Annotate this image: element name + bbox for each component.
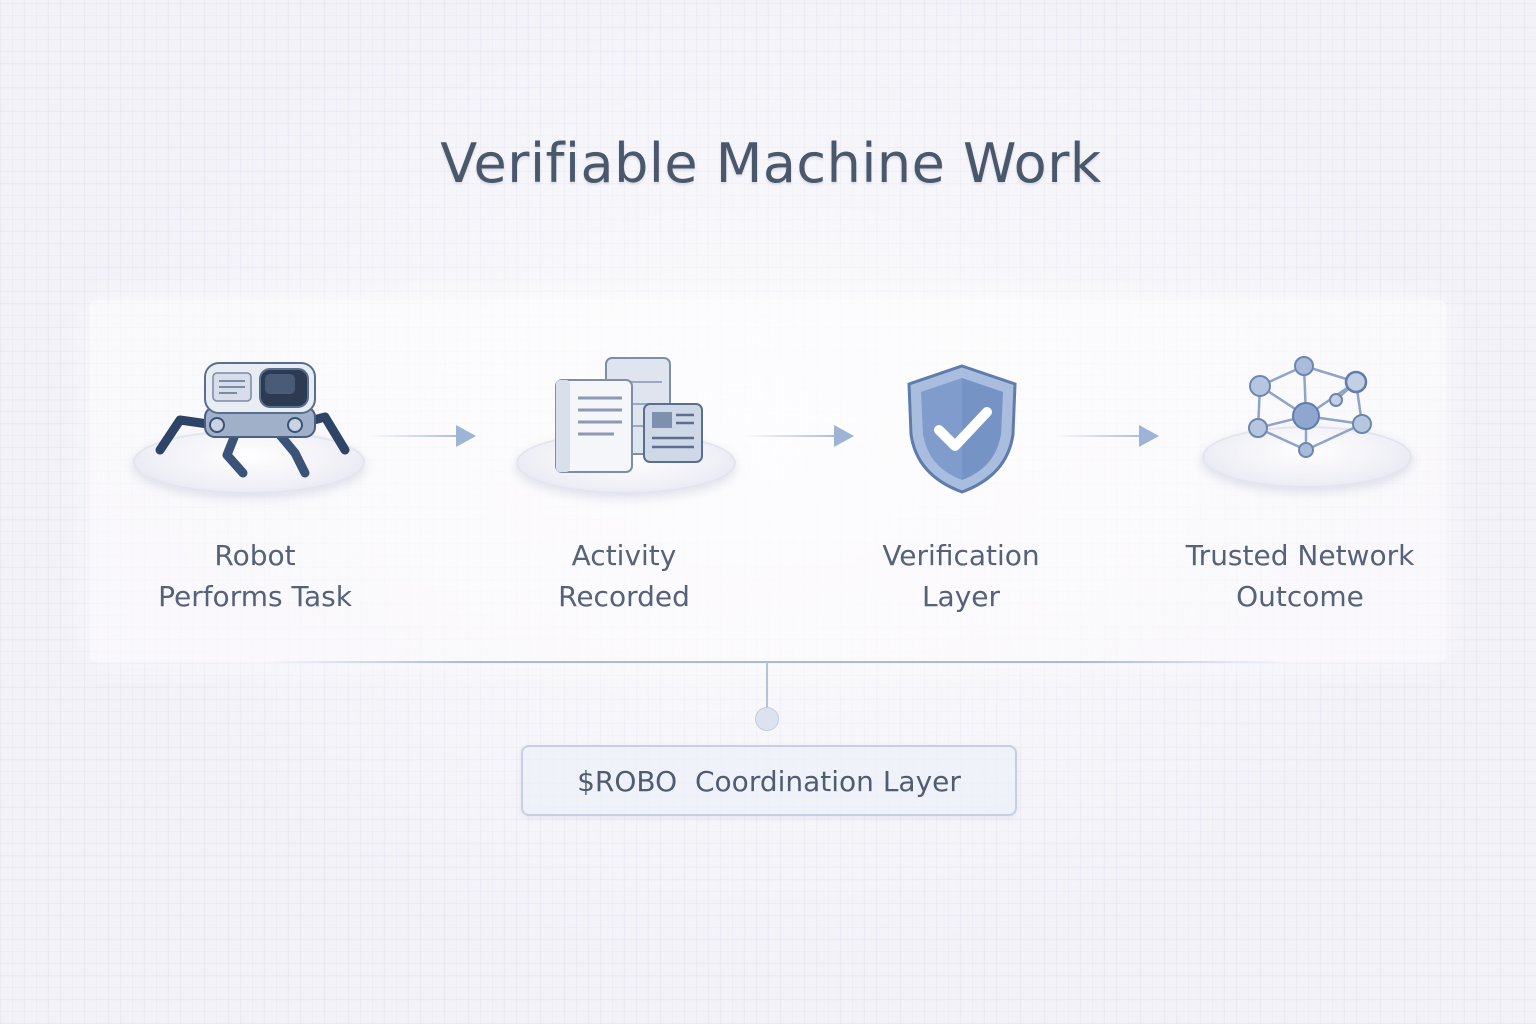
coordination-layer-box: $ROBO Coordination Layer	[521, 745, 1017, 816]
documents-icon	[544, 352, 724, 482]
network-icon	[1224, 350, 1394, 470]
shield-check-icon	[897, 360, 1027, 500]
arrow-3	[1055, 435, 1141, 437]
arrow-2	[742, 435, 836, 437]
diagram-title: Verifiable Machine Work	[0, 132, 1536, 195]
arrow-2-head	[834, 425, 854, 447]
stage-verification-label-line2: Layer	[821, 576, 1101, 617]
coordination-layer-text: $ROBO Coordination Layer	[523, 765, 1015, 798]
stage-activity-label-line1: Activity	[484, 535, 764, 576]
flow-baseline	[262, 661, 1292, 663]
stage-verification-label-line1: Verification	[821, 535, 1101, 576]
connector-line	[766, 662, 768, 710]
stage-activity-label-line2: Recorded	[484, 576, 764, 617]
stage-robot-label-line2: Performs Task	[115, 576, 395, 617]
stage-network-label-line2: Outcome	[1160, 576, 1440, 617]
arrow-3-head	[1139, 425, 1159, 447]
connector-node	[755, 707, 779, 731]
coordination-token: $ROBO	[577, 765, 677, 798]
stage-robot-label-line1: Robot	[115, 535, 395, 576]
robot-icon	[155, 355, 355, 485]
stage-network-label-line1: Trusted Network	[1160, 535, 1440, 576]
arrow-1-head	[456, 425, 476, 447]
arrow-1	[372, 435, 458, 437]
coordination-label: Coordination Layer	[695, 765, 961, 798]
